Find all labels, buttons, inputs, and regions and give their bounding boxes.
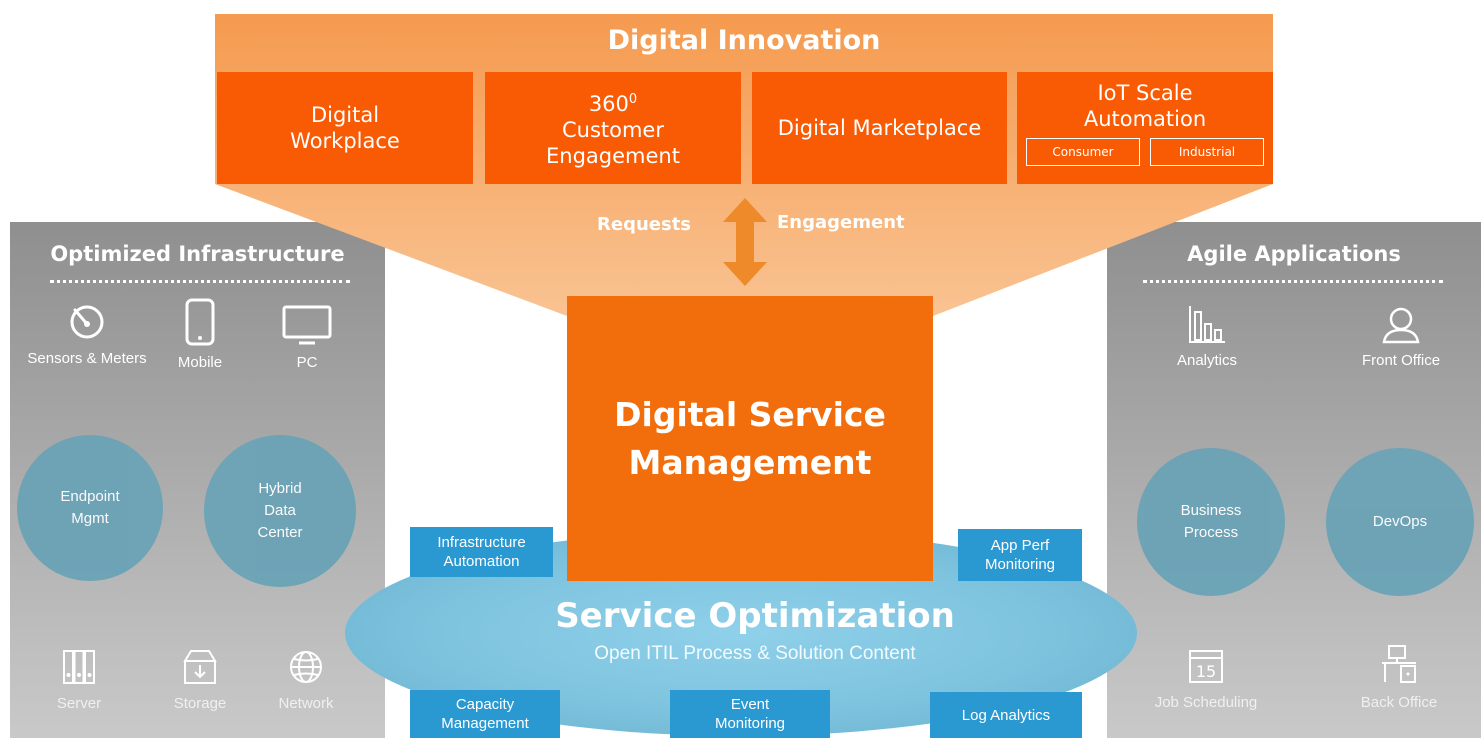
consumer-sub-box: Consumer bbox=[1026, 138, 1140, 166]
industrial-sub-box: Industrial bbox=[1150, 138, 1264, 166]
event-monitoring-tag: Event Monitoring bbox=[670, 690, 830, 738]
digital-workplace-box: Digital Workplace bbox=[217, 72, 473, 184]
user-icon bbox=[1382, 307, 1420, 344]
monitor-icon bbox=[282, 305, 332, 345]
iot-sub-items: Consumer Industrial bbox=[1026, 138, 1264, 166]
degrees-value: 360 bbox=[588, 92, 629, 116]
digital-marketplace-label: Digital Marketplace bbox=[777, 116, 982, 140]
server-icon bbox=[63, 650, 95, 684]
log-analytics-tag: Log Analytics bbox=[930, 692, 1082, 738]
calendar-day-text: 15 bbox=[1196, 662, 1216, 681]
bar-chart-icon bbox=[1189, 306, 1225, 343]
optimized-infrastructure-title: Optimized Infrastructure bbox=[50, 242, 345, 266]
iot-scale-line1: IoT Scale bbox=[1097, 81, 1193, 105]
digital-workplace-line2: Workplace bbox=[290, 129, 400, 153]
hybrid-data-center-circle: Hybrid Data Center bbox=[204, 435, 356, 587]
degrees-superscript: 0 bbox=[628, 92, 638, 107]
right-panel-divider bbox=[1143, 280, 1443, 283]
front-office-item: Front Office bbox=[1321, 306, 1481, 369]
back-office-item: Back Office bbox=[1339, 644, 1459, 711]
endpoint-mgmt-circle: Endpoint Mgmt bbox=[17, 435, 163, 581]
requests-label: Requests bbox=[597, 214, 692, 235]
capacity-management-tag: Capacity Management bbox=[410, 690, 560, 738]
digital-workplace-line1: Digital bbox=[310, 103, 380, 127]
left-panel-divider bbox=[50, 280, 350, 283]
infrastructure-automation-tag: Infrastructure Automation bbox=[410, 527, 553, 577]
agile-applications-title: Agile Applications bbox=[1187, 242, 1401, 266]
front-office-label: Front Office bbox=[1361, 352, 1441, 369]
network-label: Network bbox=[278, 695, 334, 712]
analytics-item: Analytics bbox=[1127, 304, 1287, 369]
gauge-icon bbox=[70, 305, 104, 339]
globe-icon bbox=[290, 651, 322, 683]
engagement-label: Engagement bbox=[777, 212, 905, 233]
bidirectional-arrow-icon bbox=[723, 198, 767, 286]
sensors-meters-label: Sensors & Meters bbox=[27, 350, 147, 367]
devops-circle: DevOps bbox=[1326, 448, 1474, 596]
job-scheduling-item: 15 Job Scheduling bbox=[1141, 646, 1271, 711]
business-process-circle: Business Process bbox=[1137, 448, 1285, 596]
iot-scale-automation-box: IoT Scale Automation Consumer Industrial bbox=[1017, 72, 1273, 184]
mobile-icon bbox=[185, 298, 215, 346]
digital-service-management-box: Digital Service Management bbox=[567, 296, 933, 581]
network-item: Network bbox=[246, 649, 366, 712]
service-optimization-title: Service Optimization bbox=[555, 596, 955, 636]
agile-applications-panel: Agile Applications Analytics Front Offic… bbox=[1107, 222, 1481, 738]
desk-icon bbox=[1382, 645, 1416, 683]
app-perf-monitoring-tag: App Perf Monitoring bbox=[958, 529, 1082, 581]
storage-icon bbox=[183, 650, 217, 684]
server-label: Server bbox=[56, 695, 102, 712]
digital-marketplace-box: Digital Marketplace bbox=[752, 72, 1007, 184]
server-item: Server bbox=[19, 649, 139, 712]
service-optimization-subtitle: Open ITIL Process & Solution Content bbox=[594, 643, 916, 664]
mobile-item: Mobile bbox=[120, 298, 280, 371]
digital-innovation-title: Digital Innovation bbox=[607, 25, 881, 56]
iot-scale-line2: Automation bbox=[1083, 107, 1207, 131]
storage-item: Storage bbox=[140, 649, 260, 712]
customer-engagement-line1: 3600 bbox=[589, 87, 637, 117]
sensors-meters-item: Sensors & Meters bbox=[7, 302, 167, 367]
pc-item: PC bbox=[227, 304, 387, 371]
customer-engagement-box: 3600 Customer Engagement bbox=[485, 72, 741, 184]
customer-engagement-line2: Customer bbox=[561, 118, 664, 142]
mobile-label: Mobile bbox=[177, 354, 223, 371]
back-office-label: Back Office bbox=[1360, 694, 1438, 711]
analytics-label: Analytics bbox=[1176, 352, 1238, 369]
calendar-icon: 15 bbox=[1189, 650, 1223, 683]
optimized-infrastructure-panel: Optimized Infrastructure Sensors & Meter… bbox=[10, 222, 385, 738]
pc-label: PC bbox=[296, 354, 318, 371]
storage-label: Storage bbox=[173, 695, 227, 712]
job-scheduling-label: Job Scheduling bbox=[1154, 694, 1258, 711]
customer-engagement-line3: Engagement bbox=[546, 144, 680, 168]
